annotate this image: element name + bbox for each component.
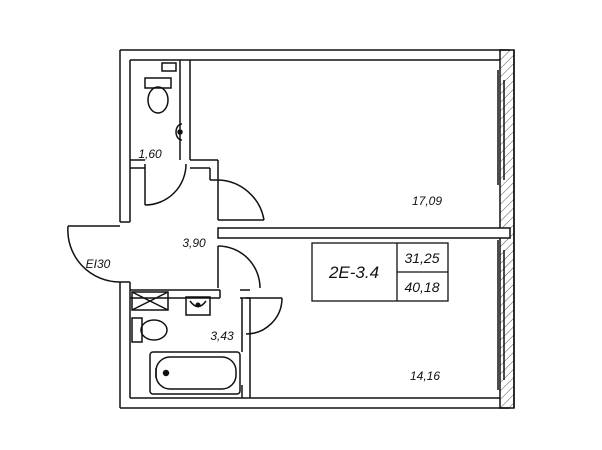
bath-partitions: [130, 289, 251, 398]
toilet-icon: [144, 62, 177, 114]
apartment-label: 2E-3.4 31,25 40,18: [311, 242, 449, 302]
outer-wall-top: [120, 49, 510, 61]
door-wc: [144, 163, 187, 206]
room-area-wc: 1,60: [138, 147, 162, 161]
door-entry: [67, 225, 121, 283]
bathtub-icon: [149, 351, 241, 395]
room-area-bathroom: 3,43: [210, 329, 234, 343]
room-area-hall: 3,90: [182, 236, 206, 250]
door-room-small: [217, 245, 261, 289]
apartment-total-area: 40,18: [404, 279, 439, 295]
shaft-icon: [131, 291, 169, 311]
toilet-bath-icon: [131, 317, 168, 343]
entry-door-rating: EI30: [86, 257, 111, 271]
partition-rooms: [217, 227, 511, 239]
door-room-large: [217, 179, 265, 221]
wc-partitions: [130, 60, 219, 181]
room-area-large: 17,09: [412, 194, 442, 208]
apartment-living-area: 31,25: [404, 250, 439, 266]
apartment-code: 2E-3.4: [328, 263, 379, 282]
room-area-small: 14,16: [410, 369, 440, 383]
door-bathroom: [245, 297, 283, 335]
outer-wall-bottom: [120, 397, 510, 409]
sink-wc-icon: [175, 123, 183, 141]
outer-wall-left: [119, 50, 131, 408]
sink-bath-icon: [185, 296, 211, 316]
